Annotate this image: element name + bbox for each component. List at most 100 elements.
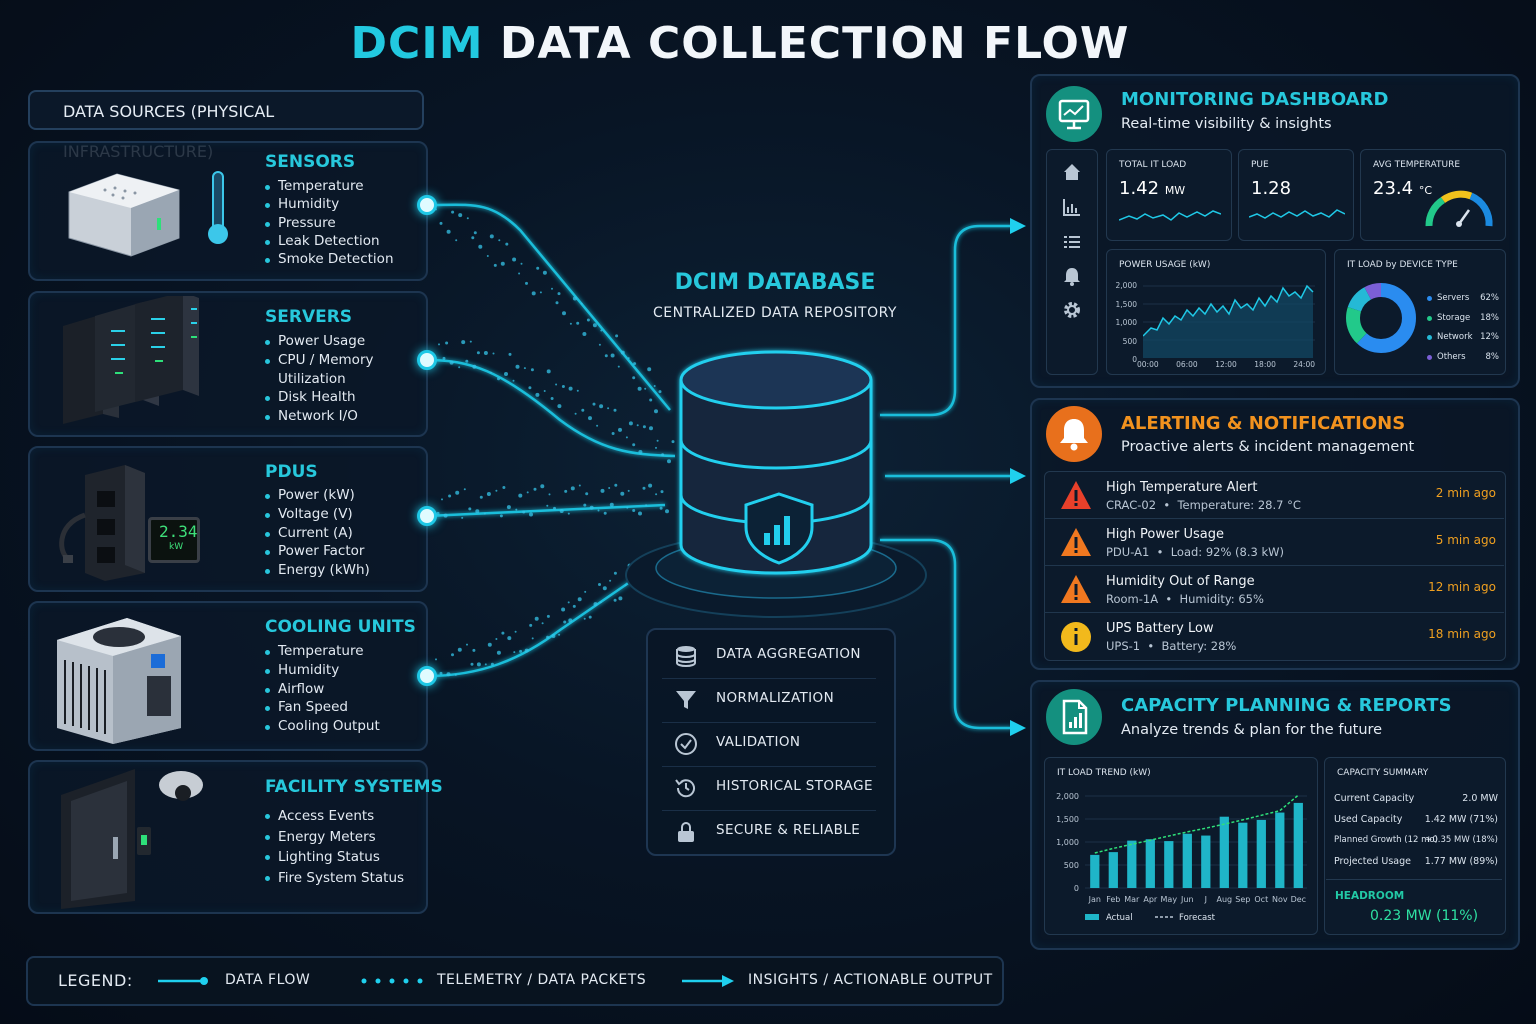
telemetry-dot bbox=[519, 649, 523, 653]
telemetry-dot bbox=[653, 385, 656, 387]
telemetry-dot bbox=[649, 398, 653, 402]
telemetry-dot bbox=[632, 509, 636, 512]
x-tick-label: Oct bbox=[1254, 895, 1268, 904]
list-item: Access Events bbox=[264, 806, 404, 827]
alert-row[interactable]: Humidity Out of Range Room-1A • Humidity… bbox=[1044, 566, 1504, 613]
telemetry-dot bbox=[660, 490, 664, 494]
telemetry-dot bbox=[589, 505, 594, 510]
temperature-gauge bbox=[1425, 190, 1493, 227]
telemetry-dot bbox=[522, 510, 526, 514]
telemetry-dot bbox=[515, 508, 518, 511]
bar-actual bbox=[1182, 833, 1192, 888]
telemetry-dot bbox=[600, 329, 603, 332]
list-item: Network I/O bbox=[264, 407, 373, 426]
telemetry-dot bbox=[546, 614, 550, 618]
check-circle-icon bbox=[675, 733, 697, 755]
telemetry-dot bbox=[627, 357, 630, 360]
telemetry-dot bbox=[561, 385, 565, 388]
telemetry-dot bbox=[489, 234, 494, 239]
telemetry-dot bbox=[555, 383, 558, 386]
x-tick-label: Aug bbox=[1216, 895, 1232, 904]
bar-chart-icon[interactable] bbox=[1062, 197, 1082, 217]
telemetry-dot bbox=[578, 484, 581, 487]
summary-row: Planned Growth (12 mo)+0.35 MW (18%) bbox=[1334, 835, 1498, 845]
info-icon bbox=[1061, 622, 1091, 652]
list-item: CPU / Memory bbox=[264, 351, 373, 370]
x-tick-label: Dec bbox=[1291, 895, 1306, 904]
list-item: Pressure bbox=[264, 214, 394, 232]
telemetry-dot bbox=[506, 505, 511, 510]
telemetry-dot bbox=[500, 261, 505, 266]
database-cylinder-icon bbox=[679, 350, 873, 575]
telemetry-dot bbox=[487, 642, 492, 647]
telemetry-dot bbox=[541, 622, 544, 625]
telemetry-dot bbox=[515, 364, 520, 369]
telemetry-dot bbox=[569, 322, 572, 325]
telemetry-dot bbox=[476, 662, 481, 667]
x-tick-label: Jun bbox=[1180, 895, 1194, 904]
alerting-subtitle: Proactive alerts & incident management bbox=[1121, 439, 1415, 455]
warning-icon bbox=[1061, 481, 1091, 509]
list-icon[interactable] bbox=[1062, 232, 1082, 252]
telemetry-dot bbox=[479, 495, 483, 499]
telemetry-dot bbox=[496, 650, 501, 655]
telemetry-dot bbox=[608, 487, 611, 489]
filter-icon bbox=[676, 691, 696, 709]
telemetry-dot bbox=[513, 651, 516, 654]
telemetry-dot bbox=[655, 493, 658, 496]
bar-actual bbox=[1238, 822, 1248, 888]
forecast-line bbox=[1094, 794, 1299, 854]
telemetry-dot bbox=[455, 490, 460, 495]
telemetry-dot bbox=[533, 487, 537, 491]
x-tick-label: Mar bbox=[1124, 895, 1140, 904]
list-item: Airflow bbox=[264, 680, 380, 699]
gear-icon[interactable] bbox=[1062, 300, 1082, 320]
telemetry-dot bbox=[439, 671, 443, 675]
telemetry-dot bbox=[546, 635, 550, 639]
flow-line-pdus bbox=[426, 503, 666, 518]
sources-header: DATA SOURCES (PHYSICAL INFRASTRUCTURE) bbox=[28, 90, 424, 161]
telemetry-dot bbox=[572, 296, 577, 301]
telemetry-dot bbox=[624, 584, 627, 587]
alerting-title: ALERTING & NOTIFICATIONS bbox=[1121, 413, 1406, 434]
telemetry-dot bbox=[609, 579, 612, 582]
output-line-capacity bbox=[880, 538, 1012, 730]
telemetry-dot bbox=[647, 367, 652, 372]
telemetry-dot bbox=[550, 397, 554, 400]
telemetry-dot bbox=[551, 287, 553, 290]
alert-row[interactable]: High Temperature Alert CRAC-02 • Tempera… bbox=[1044, 472, 1504, 519]
alert-row[interactable]: UPS Battery Low UPS-1 • Battery: 28% 18 … bbox=[1044, 613, 1504, 659]
x-tick-label: May bbox=[1161, 895, 1178, 904]
telemetry-dot bbox=[528, 386, 532, 390]
telemetry-dot bbox=[567, 601, 570, 604]
telemetry-dot bbox=[540, 484, 545, 489]
list-item: Power Factor bbox=[264, 542, 370, 561]
telemetry-dot bbox=[536, 266, 540, 270]
telemetry-dot bbox=[642, 425, 646, 429]
telemetry-dot bbox=[588, 416, 592, 421]
list-item: Humidity bbox=[264, 661, 380, 680]
alert-row[interactable]: High Power Usage PDU-A1 • Load: 92% (8.3… bbox=[1044, 519, 1504, 566]
telemetry-dot bbox=[620, 491, 625, 496]
telemetry-dot bbox=[441, 498, 443, 501]
processing-panel: DATA AGGREGATION NORMALIZATION VALIDATIO… bbox=[646, 628, 896, 856]
list-item: Temperature bbox=[264, 642, 380, 661]
bell-icon[interactable] bbox=[1062, 266, 1082, 286]
telemetry-dot bbox=[564, 489, 568, 493]
home-icon[interactable] bbox=[1062, 162, 1082, 182]
telemetry-dot bbox=[531, 291, 536, 296]
telemetry-dot bbox=[469, 340, 472, 343]
bar-actual bbox=[1256, 819, 1266, 888]
bar-actual bbox=[1164, 841, 1174, 888]
telemetry-dot bbox=[572, 604, 576, 608]
kpi-card-temperature: AVG TEMPERATURE 23.4 °C bbox=[1360, 149, 1506, 241]
source-title-servers: SERVERS bbox=[265, 307, 353, 327]
telemetry-dot bbox=[439, 221, 443, 225]
monitor-icon bbox=[1046, 86, 1102, 142]
monitoring-subtitle: Real-time visibility & insights bbox=[1121, 116, 1332, 132]
